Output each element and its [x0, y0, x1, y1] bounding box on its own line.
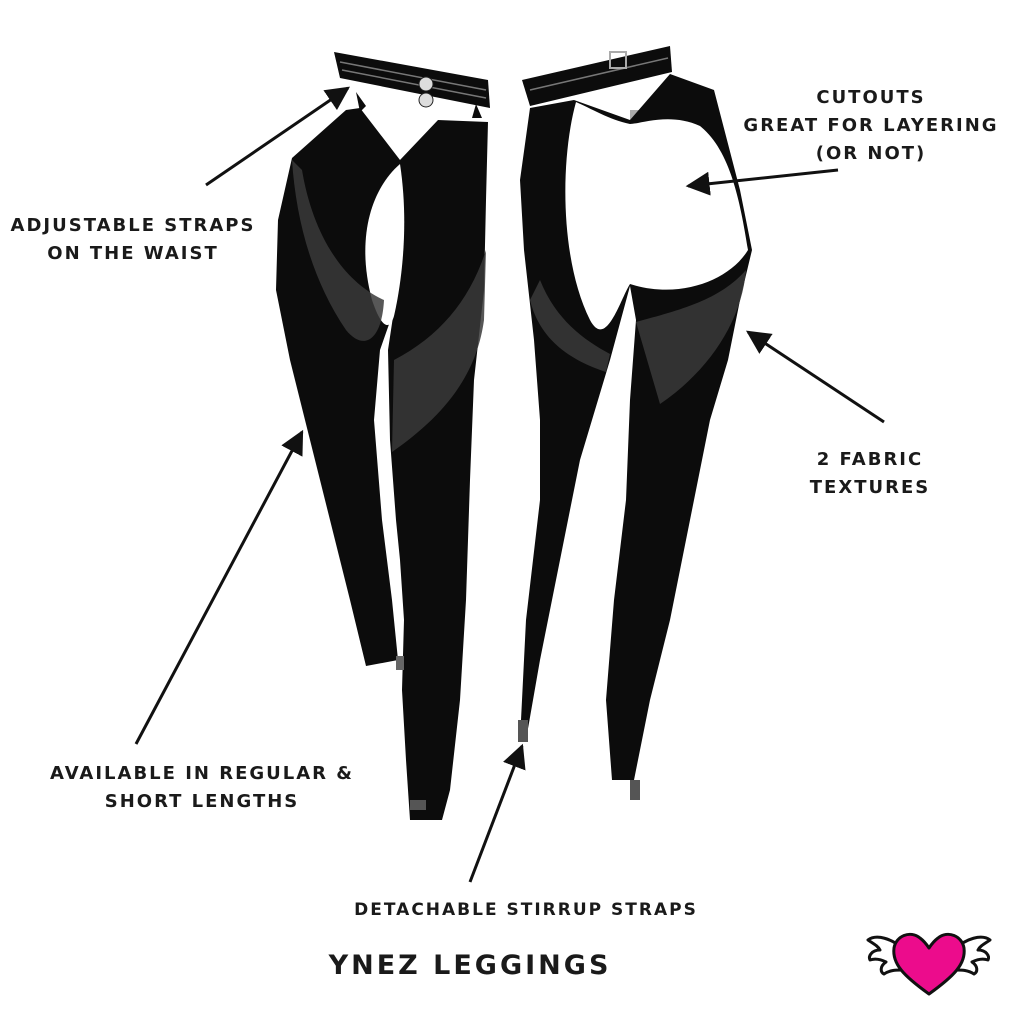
front-strap-ring — [418, 76, 434, 92]
front-mesh-panel-right — [392, 250, 486, 452]
annotation-line: TEXTURES — [809, 477, 931, 498]
annotation-line: CUTOUTS — [816, 87, 926, 108]
arrow-icon — [134, 429, 304, 745]
arrow-icon — [745, 330, 885, 424]
annotation-line: (OR NOT) — [815, 143, 927, 164]
annotation-lengths: AVAILABLE IN REGULAR & SHORT LENGTHS — [34, 760, 370, 816]
annotation-line: GREAT FOR LAYERING — [743, 115, 999, 136]
front-mesh-panel-left — [292, 160, 384, 341]
front-waist-strap — [334, 52, 490, 108]
annotation-line: ON THE WAIST — [47, 243, 219, 264]
annotation-waist-straps: ADJUSTABLE STRAPS ON THE WAIST — [8, 212, 258, 268]
annotation-line: SHORT LENGTHS — [104, 791, 300, 812]
annotation-stirrup-straps: DETACHABLE STIRRUP STRAPS — [340, 896, 712, 924]
back-waist-strap — [522, 46, 672, 106]
back-mesh-panel-left — [530, 280, 610, 372]
product-title: YNEZ LEGGINGS — [328, 950, 612, 981]
annotation-line: DETACHABLE STIRRUP STRAPS — [354, 900, 698, 920]
annotation-line: ADJUSTABLE STRAPS — [10, 215, 256, 236]
back-legging-view — [518, 46, 752, 800]
annotation-line: 2 FABRIC — [816, 449, 924, 470]
winged-heart-icon — [866, 932, 992, 996]
front-legging-view — [276, 52, 490, 820]
back-mesh-panel-right — [636, 270, 746, 404]
back-cutout — [565, 102, 748, 330]
annotation-fabric-textures: 2 FABRIC TEXTURES — [800, 446, 940, 502]
arrow-icon — [468, 743, 526, 883]
annotation-line: AVAILABLE IN REGULAR & — [50, 763, 354, 784]
arrow-icon — [205, 86, 350, 187]
arrow-icon — [685, 168, 839, 196]
annotation-cutouts: CUTOUTS GREAT FOR LAYERING (OR NOT) — [740, 84, 1002, 168]
front-cutout — [365, 164, 405, 326]
